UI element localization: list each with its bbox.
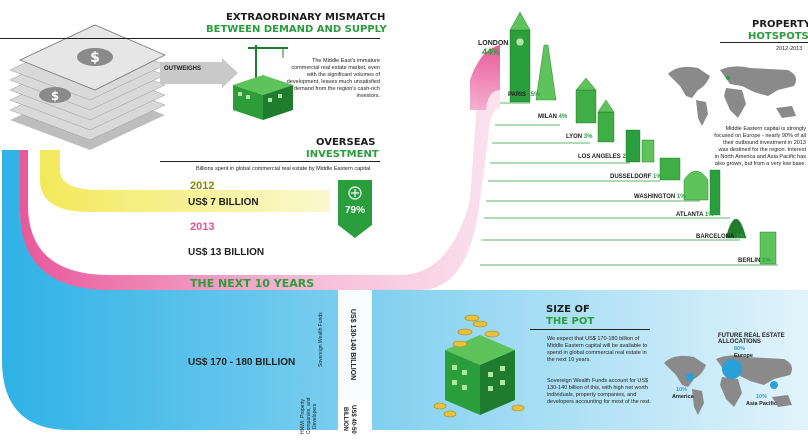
divider xyxy=(0,38,380,39)
mismatch-title: EXTRAORDINARY MISMATCH xyxy=(226,12,386,23)
city-pct: 1% xyxy=(676,194,686,200)
asia-label: Asia Pacific xyxy=(746,401,777,407)
money-stack-illustration: $ $ xyxy=(9,24,166,150)
hnwi-label: HNWI, Property Companies, and Developers xyxy=(300,397,318,435)
divider xyxy=(530,329,650,330)
construction-building-illustration xyxy=(233,45,293,120)
pot-subtitle: THE POT xyxy=(546,316,595,327)
city-lyon: LYON 3% xyxy=(566,134,592,140)
overseas-caption: Billions spent in global commercial real… xyxy=(196,166,371,172)
hotspots-body: Middle Eastern capital is strongly focus… xyxy=(714,126,806,167)
city-name: LYON xyxy=(566,134,583,140)
city-pct: 1% xyxy=(653,174,662,180)
pot-body-2: Sovereign Wealth Funds account for US$ 1… xyxy=(547,378,651,405)
america-label: America xyxy=(672,394,694,400)
allocations-title: FUTURE REAL ESTATE ALLOCATIONS xyxy=(718,333,785,345)
europe-label: Europe xyxy=(734,353,753,359)
outweighs-label: OUTWEIGHS xyxy=(164,66,201,72)
city-pct: 3% xyxy=(583,134,593,140)
city-paris: PARIS 15% xyxy=(508,92,540,98)
coins-building-illustration xyxy=(433,314,525,418)
city-name: LONDON xyxy=(478,40,509,47)
svg-text:$: $ xyxy=(51,89,59,103)
city-milan: MILAN 4% xyxy=(538,114,567,120)
pot-body-1: We expect that US$ 170-180 billion of Mi… xyxy=(547,336,648,363)
divider xyxy=(720,42,808,43)
hotspots-period: 2012-2013 xyxy=(776,46,803,52)
city-pct: 4% xyxy=(558,114,568,120)
city-los-angeles: LOS ANGELES 2% xyxy=(578,154,631,160)
city-buildings-illustration xyxy=(509,11,777,265)
city-pct: 1% xyxy=(762,258,771,264)
mismatch-subtitle: BETWEEN DEMAND AND SUPPLY xyxy=(206,24,387,35)
hotspots-title: PROPERTY xyxy=(752,19,808,30)
yellow-flow xyxy=(40,150,330,212)
growth-badge xyxy=(338,180,372,238)
pink-flow xyxy=(20,45,500,290)
next-years-title: THE NEXT 10 YEARS xyxy=(190,277,315,290)
growth-percent: 79% xyxy=(344,205,365,216)
amount-2012: US$ 7 BILLION xyxy=(188,197,259,208)
city-name: BERLIN xyxy=(738,258,761,264)
city-name: DUSSELDORF xyxy=(610,174,652,180)
swf-amount: US$ 130-140 BILLION xyxy=(349,309,356,381)
hnwi-amount: US$ 40-50 BILLION xyxy=(342,404,356,434)
asia-pct: 10% xyxy=(756,394,768,400)
amount-2013: US$ 13 BILLION xyxy=(188,247,265,258)
world-map xyxy=(668,66,796,126)
city-name: PARIS xyxy=(508,92,526,98)
city-pct: 1% xyxy=(704,212,714,218)
city-name: BARCELONA xyxy=(696,234,735,240)
city-pct: 15% xyxy=(527,92,540,98)
city-pct: 44% xyxy=(482,47,501,57)
year-2013: 2013 xyxy=(190,221,215,233)
america-pct: 10% xyxy=(676,387,688,393)
hotspots-subtitle: HOTSPOTS xyxy=(748,31,808,42)
city-atlanta: ATLANTA 1% xyxy=(676,212,714,218)
overseas-subtitle: INVESTMENT xyxy=(306,149,379,160)
europe-pct: 80% xyxy=(734,346,746,352)
city-name: ATLANTA xyxy=(676,212,704,218)
city-washington: WASHINGTON 1% xyxy=(634,194,686,200)
city-name: LOS ANGELES xyxy=(578,154,621,160)
outweighs-arrow xyxy=(160,58,238,88)
overseas-title: OVERSEAS xyxy=(316,137,376,148)
year-2012: 2012 xyxy=(190,180,215,192)
city-berlin: BERLIN 1% xyxy=(738,258,771,264)
city-pct: 2% xyxy=(622,154,632,160)
city-name: MILAN xyxy=(538,114,557,120)
city-barcelona: BARCELONA 1% xyxy=(696,234,744,240)
allocations-map xyxy=(664,355,792,415)
city-london: LONDON 44% xyxy=(478,40,508,57)
svg-text:$: $ xyxy=(90,50,100,66)
swf-label: Sovereign Wealth Funds xyxy=(318,312,324,368)
divider xyxy=(160,161,380,162)
city-pct: 1% xyxy=(735,234,745,240)
city-dusseldorf: DUSSELDORF 1% xyxy=(610,174,662,180)
city-name: WASHINGTON xyxy=(634,194,676,200)
mismatch-body: The Middle East's immature commercial re… xyxy=(286,58,380,99)
pot-title: SIZE OF xyxy=(546,304,590,315)
next-years-amount: US$ 170 - 180 BILLION xyxy=(188,357,296,368)
